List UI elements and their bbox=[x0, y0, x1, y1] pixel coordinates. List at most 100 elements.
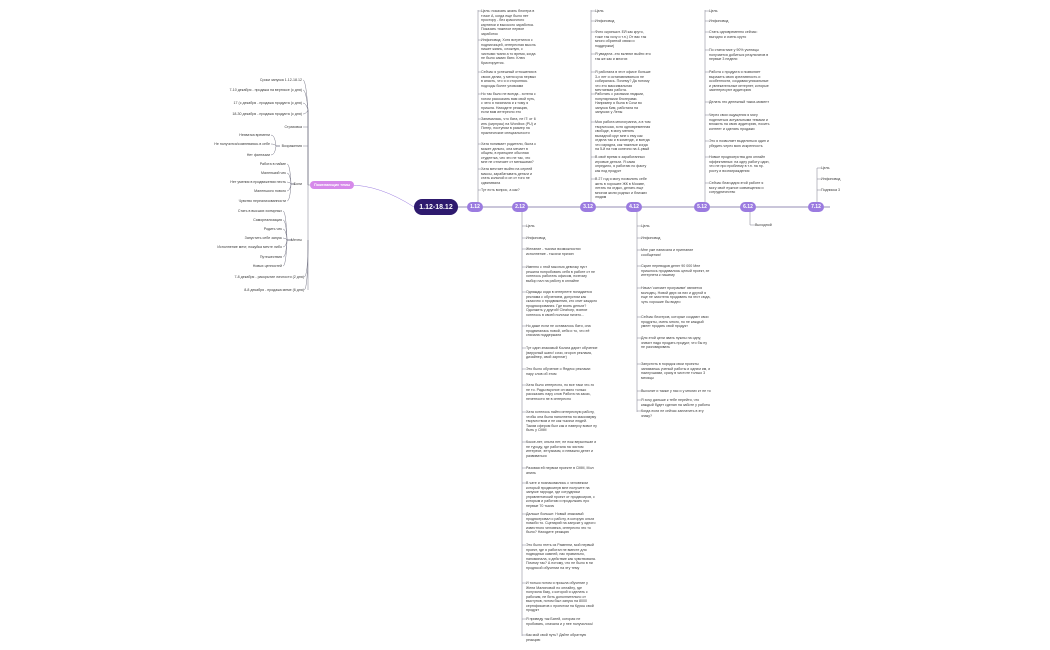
objections-label[interactable]: Возражения bbox=[281, 144, 302, 148]
day4-bottom-note[interactable]: Сейчас блогеров, которые создают свои пр… bbox=[641, 315, 709, 328]
dream-item[interactable]: Запустить себе запуск bbox=[244, 236, 282, 240]
day2-top-note[interactable]: Моя работа многогранна, а в том творческ… bbox=[595, 120, 651, 151]
day2-bottom-note[interactable]: Как мой свой путь? Дайте обратную реакци… bbox=[526, 633, 587, 642]
day4-top-note[interactable]: Цель bbox=[709, 9, 718, 13]
left-top-item[interactable]: 7-10 декабря - продажа на вертиксе (с дн… bbox=[229, 88, 303, 92]
day4-bottom-note[interactable]: Запустить в порядок свои проекты занимае… bbox=[641, 362, 711, 380]
day2-bottom-note[interactable]: Кокое-нет, опыта нет, не нож верыхтшан и… bbox=[526, 440, 597, 458]
day1-note[interactable]: Хата понимает родители, была к может дел… bbox=[481, 142, 536, 164]
day4-bottom-note[interactable]: Скрин переводов денег 90 000 Мне пришлос… bbox=[641, 264, 710, 277]
day2-bottom-note[interactable]: Дальше больше: Новый знакомый продюсеров… bbox=[526, 512, 596, 534]
day7-top-note[interactable]: Цель bbox=[821, 166, 830, 170]
day4-bottom-note[interactable]: Я хочу дальше к тебе перейти, что каждый… bbox=[641, 398, 711, 407]
day1-note[interactable]: Занималась, что бата, не IT: от 6 инъ (к… bbox=[481, 117, 536, 135]
day2-top-note[interactable]: В своё время я заработанных игровые день… bbox=[595, 155, 647, 173]
day4-bottom-note[interactable]: Мне уже написала и пригнание сообщения! bbox=[641, 248, 694, 257]
day2-top-note[interactable]: Я увидела -это вклеюн выйти это так же к… bbox=[595, 52, 651, 61]
left-branch-tag[interactable]: Пожелающих темы bbox=[310, 181, 355, 189]
connector-line bbox=[282, 210, 292, 241]
day4-top-note[interactable]: По статистике у 90% ученицы получается д… bbox=[709, 48, 769, 61]
root-node[interactable]: 1.12-18.12 bbox=[414, 199, 458, 215]
connector-line bbox=[302, 102, 309, 185]
objection-item[interactable]: Нехватка времени bbox=[239, 133, 270, 137]
day4-top-note[interactable]: Работа с продукта я позволяет выразить с… bbox=[709, 70, 769, 92]
pain-item[interactable]: Маленький чек bbox=[260, 171, 286, 175]
day7-top-note[interactable]: Инфоповод bbox=[821, 177, 841, 181]
dream-item[interactable]: Родить чек bbox=[263, 227, 282, 231]
day-node-4[interactable]: 4.12 bbox=[626, 202, 642, 212]
day-node-1[interactable]: 1.12 bbox=[467, 202, 483, 212]
day4-top-note[interactable]: Стать одновременно сейчас: выгодно и оче… bbox=[709, 30, 758, 39]
pains-label[interactable]: Боли bbox=[293, 182, 302, 186]
left-bottom-item[interactable]: 8-8 декабря - продажа меме (6 дня) bbox=[244, 288, 304, 292]
day2-top-note[interactable]: В 27 год я могу позволить себе жить в хо… bbox=[595, 177, 648, 199]
day2-bottom-note[interactable]: Именно с этой мыслью девочку пуст решила… bbox=[526, 265, 595, 283]
day2-bottom-note[interactable]: Я приведу так Батей, которая не пробоват… bbox=[526, 617, 594, 626]
day2-bottom-note[interactable]: Разовая ей первом проекте в СММ, Мол апи… bbox=[526, 466, 594, 475]
day-node-5[interactable]: 5.12 bbox=[694, 202, 710, 212]
day2-bottom-note[interactable]: Тут один знакомый Kozara дарит обучение … bbox=[526, 346, 598, 359]
day1-note[interactable]: Тут есть вопрос, а как? bbox=[481, 188, 520, 192]
day-node-7[interactable]: 7.12 bbox=[808, 202, 824, 212]
day1-note[interactable]: Инфоповод: Хотя встретился с подписчицей… bbox=[481, 38, 536, 65]
day2-top-note[interactable]: Я работала в этот офисе больше 3-х лет и… bbox=[595, 70, 651, 92]
day-node-6[interactable]: 6.12 bbox=[740, 202, 756, 212]
day1-note[interactable]: Но так было не всегда - хотела с голом р… bbox=[481, 92, 536, 114]
day2-top-note[interactable]: Работать с разными людьми, популярными б… bbox=[595, 92, 644, 114]
pain-item[interactable]: Чувство нереализованности bbox=[238, 199, 286, 203]
day-node-3[interactable]: 3.12 bbox=[580, 202, 596, 212]
day4-top-note[interactable]: Инфоповод bbox=[709, 19, 729, 23]
day1-note[interactable]: Хата мечтает выйти на сереей массы, зара… bbox=[481, 167, 533, 185]
day2-bottom-note[interactable]: Однажды сидя в интернете попадается рекл… bbox=[526, 290, 597, 317]
pain-item[interactable]: Нет умения в продвижении несть bbox=[230, 180, 286, 184]
dream-item[interactable]: Самореализация bbox=[253, 218, 282, 222]
day2-bottom-note[interactable]: Но даже если не оставалось бати, она про… bbox=[526, 324, 591, 337]
day2-bottom-note[interactable]: Хата хотелось найти интересную работу, ч… bbox=[526, 410, 597, 432]
insurance-label[interactable]: Страховка bbox=[284, 125, 302, 129]
day4-top-note[interactable]: Через свои ощущения я могу поделиться ак… bbox=[709, 113, 770, 131]
left-bottom-item[interactable]: 7-8 декабря - раскрытие личности (2 дня) bbox=[234, 275, 304, 279]
day2-bottom-note[interactable]: В чате и познакомились с человеком котор… bbox=[526, 481, 595, 508]
connector-line bbox=[302, 109, 309, 185]
day4-bottom-note[interactable]: Выхолит и также у нас и у многих кт не т… bbox=[641, 389, 711, 393]
dream-item[interactable]: Стать в высших холмрных bbox=[237, 209, 282, 213]
day2-bottom-note[interactable]: Желание - тысячи возможностях исполнение… bbox=[526, 247, 581, 256]
day2-top-note[interactable]: Инфоповод bbox=[595, 19, 615, 23]
day2-bottom-note[interactable]: Это было обучение о Яндекс реклами: пару… bbox=[526, 367, 591, 376]
day4-top-note[interactable]: Новые продюсерства для онлайн эффективны… bbox=[709, 155, 770, 173]
day2-bottom-note[interactable]: Инфоповод bbox=[526, 236, 546, 240]
objection-item[interactable]: Нет фантазии bbox=[246, 153, 270, 157]
pain-item[interactable]: Работа в найме bbox=[259, 162, 286, 166]
day2-bottom-note[interactable]: Цель bbox=[526, 224, 535, 228]
day-node-2[interactable]: 2.12 bbox=[512, 202, 528, 212]
day4-bottom-note[interactable]: Инфоповод bbox=[641, 236, 661, 240]
day4-top-note[interactable]: Это я позволяет выделиться один и убедит… bbox=[709, 139, 769, 148]
day4-bottom-note[interactable]: Цель bbox=[641, 224, 650, 228]
pain-item[interactable]: Маленького нового bbox=[254, 189, 286, 193]
day2-bottom-note[interactable]: И только потом я прошла обучение у Жени … bbox=[526, 581, 594, 612]
left-top-item[interactable]: Сроки запуска 1.12-18.12 bbox=[259, 78, 302, 82]
dream-item[interactable]: Новых ценностей bbox=[252, 264, 282, 268]
day4-bottom-note[interactable]: Когда если не сейчас заплатить в эту зна… bbox=[641, 409, 704, 418]
day4-top-note[interactable]: Сейчас благодаря этой работе я могу своё… bbox=[709, 181, 764, 194]
day1-note[interactable]: Цель: показать жизнь блогера в точке А, … bbox=[481, 9, 535, 36]
dream-item[interactable]: Путешествия bbox=[259, 255, 282, 259]
day4-bottom-note[interactable]: Для этой цели звать нужны на одну, значи… bbox=[641, 336, 708, 349]
objection-item[interactable]: Не получится/сомневаюсь в себе bbox=[214, 142, 270, 146]
day1-note[interactable]: Сейчас я успешный отношения в своих дела… bbox=[481, 70, 537, 88]
connector-line bbox=[286, 163, 295, 185]
day2-bottom-note[interactable]: Хата было интересно, но все таки что-то … bbox=[526, 383, 595, 401]
day2-top-note[interactable]: Цель bbox=[595, 9, 604, 13]
left-top-item[interactable]: 17 (с декабря - продажа продукта (с дня) bbox=[233, 101, 302, 105]
dream-item[interactable]: Исполнение мечт, пожуйка мечте либо bbox=[217, 245, 282, 249]
day4-bottom-note[interactable]: Начал 'капчает программе' является молод… bbox=[641, 286, 711, 304]
day6-bottom-note[interactable]: Выходной bbox=[755, 223, 772, 227]
day4-top-note[interactable]: Делать это денежный такси-момент bbox=[709, 100, 770, 104]
left-top-item[interactable]: 18-30 декабря - продажа продукта (с дня) bbox=[232, 112, 302, 116]
day2-bottom-note[interactable]: Это было гнеть из Раменни, мой первый пр… bbox=[526, 543, 596, 570]
day2-top-note[interactable]: Фото скриншот. ЕЙ как круто, тоже так хо… bbox=[595, 30, 647, 48]
day7-top-note[interactable]: Подписка 3 bbox=[821, 188, 840, 192]
dreams-label[interactable]: Мечты bbox=[290, 238, 302, 242]
